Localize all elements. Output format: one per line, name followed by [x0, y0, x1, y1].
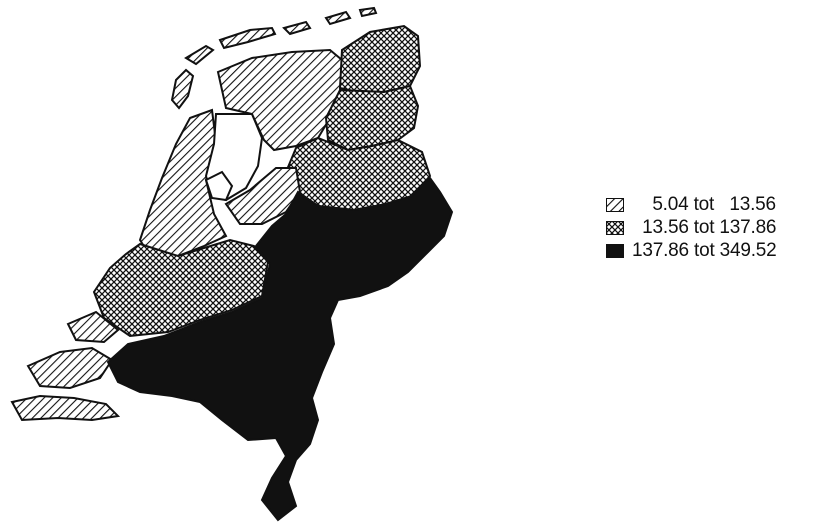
region-gelderland-brabant-limburg — [106, 176, 454, 522]
legend-swatch-solid — [606, 243, 624, 258]
region-zuid-holland-utrecht — [92, 238, 270, 338]
legend-swatch-cross-hatch — [606, 220, 624, 235]
legend-label-mid: 13.56 tot 137.86 — [632, 216, 777, 238]
region-markermeer-lake — [204, 170, 234, 202]
region-friesland — [216, 48, 344, 152]
region-texel — [170, 68, 195, 110]
region-vlieland — [184, 44, 215, 66]
legend-item-mid: 13.56 tot 137.86 — [606, 216, 834, 239]
region-flevoland — [224, 167, 302, 225]
region-rottumeroog — [358, 6, 378, 18]
zeeland-flanders — [10, 394, 121, 422]
legend-item-high: 137.86 tot 349.52 — [606, 239, 834, 262]
legend-swatch-diagonal-hatch — [606, 197, 624, 212]
wadden-islands — [170, 6, 378, 110]
region-ameland — [282, 20, 312, 36]
region-groningen — [338, 24, 422, 93]
region-terschelling — [218, 26, 277, 50]
zeeland-island-middle — [26, 346, 114, 390]
legend-label-low: 5.04 tot 13.56 — [632, 193, 776, 215]
legend-item-low: 5.04 tot 13.56 — [606, 193, 834, 216]
zeeland-island-north — [66, 310, 120, 344]
region-drenthe — [324, 84, 420, 152]
region-zeeland — [10, 310, 121, 422]
region-schiermonnikoog — [324, 10, 352, 26]
map-legend: 5.04 tot 13.56 13.56 tot 137.86 137.86 t… — [606, 193, 834, 262]
legend-label-high: 137.86 tot 349.52 — [632, 239, 777, 261]
